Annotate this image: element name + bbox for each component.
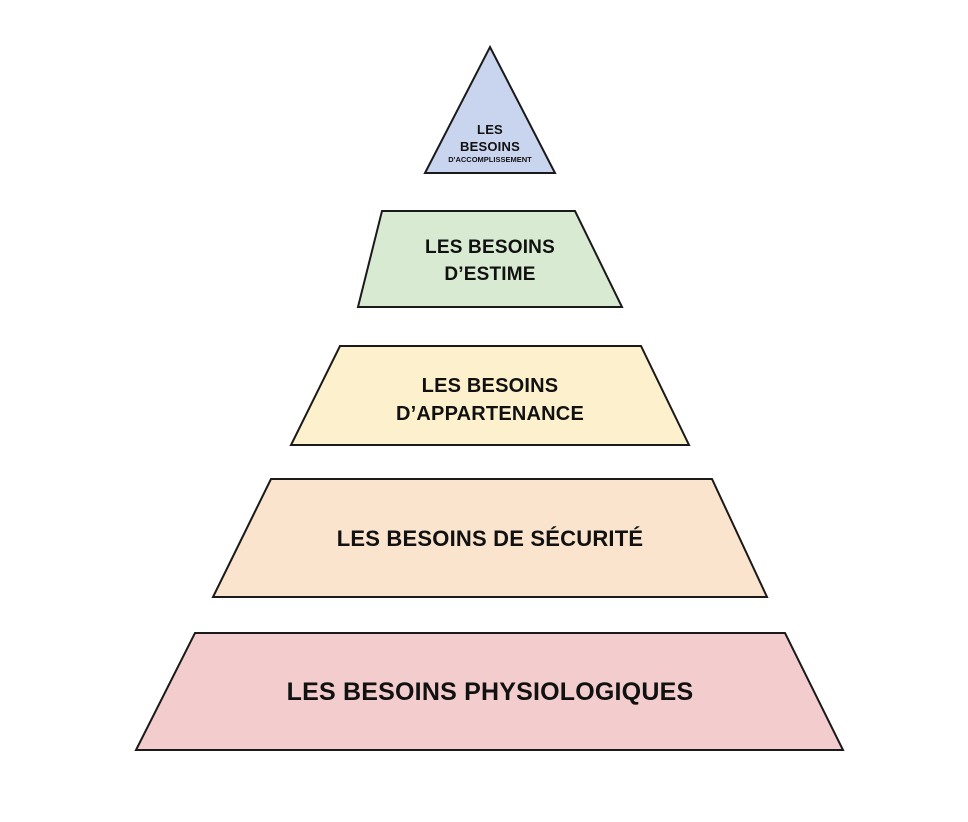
level-appartenance-label: LES BESOINS D’APPARTENANCE <box>300 372 680 428</box>
level-physiologiques-label: LES BESOINS PHYSIOLOGIQUES <box>150 675 830 709</box>
level-accomplissement-line-1: LES <box>477 122 503 137</box>
level-estime-line-2: D’ESTIME <box>444 264 536 285</box>
level-physiologiques-shape <box>134 632 845 751</box>
level-appartenance-line-1: LES BESOINS <box>421 375 559 397</box>
level-physiologiques-line-1: LES BESOINS PHYSIOLOGIQUES <box>286 678 694 706</box>
level-accomplissement-label: LES BESOINS D'ACCOMPLISSEMENT <box>430 121 550 165</box>
level-appartenance-line-2: D’APPARTENANCE <box>396 403 584 425</box>
level-estime-line-1: LES BESOINS <box>425 237 555 258</box>
level-accomplissement-line-3: D'ACCOMPLISSEMENT <box>448 155 532 164</box>
level-securite-shape <box>211 478 769 598</box>
level-estime-shape <box>356 210 624 308</box>
level-securite-label: LES BESOINS DE SÉCURITÉ <box>220 524 760 554</box>
level-estime-label: LES BESOINS D’ESTIME <box>360 234 620 288</box>
level-accomplissement-line-2: BESOINS <box>460 139 520 154</box>
level-appartenance-shape <box>289 345 691 446</box>
level-securite-line-1: LES BESOINS DE SÉCURITÉ <box>336 526 644 551</box>
level-accomplissement-shape <box>423 44 557 174</box>
